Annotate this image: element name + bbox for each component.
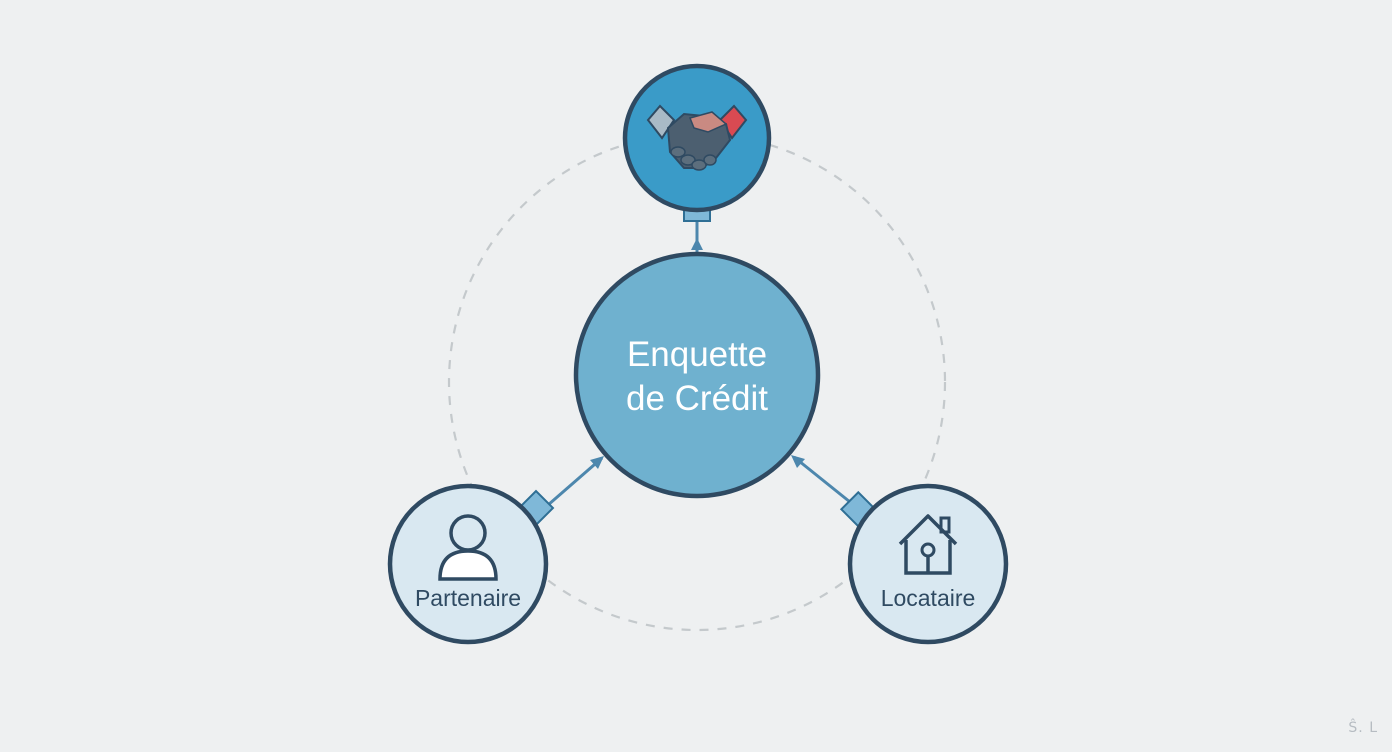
connector-left xyxy=(517,456,604,527)
person-icon xyxy=(438,514,498,581)
right-node-locataire[interactable]: Locataire xyxy=(847,483,1009,645)
center-label-line1: Enquette xyxy=(627,335,767,374)
center-node[interactable]: Enquette de Crédit xyxy=(573,251,821,499)
left-node-label: Partenaire xyxy=(415,585,521,611)
left-node-partenaire[interactable]: Partenaire xyxy=(387,483,549,645)
top-node[interactable] xyxy=(622,63,772,213)
center-label-line2: de Crédit xyxy=(626,379,768,418)
handshake-icon xyxy=(646,104,748,171)
right-node-label: Locataire xyxy=(881,585,976,611)
watermark-text: Ŝ. L xyxy=(1348,720,1378,736)
dashed-orbit-ring xyxy=(447,132,947,632)
house-icon xyxy=(898,514,958,575)
